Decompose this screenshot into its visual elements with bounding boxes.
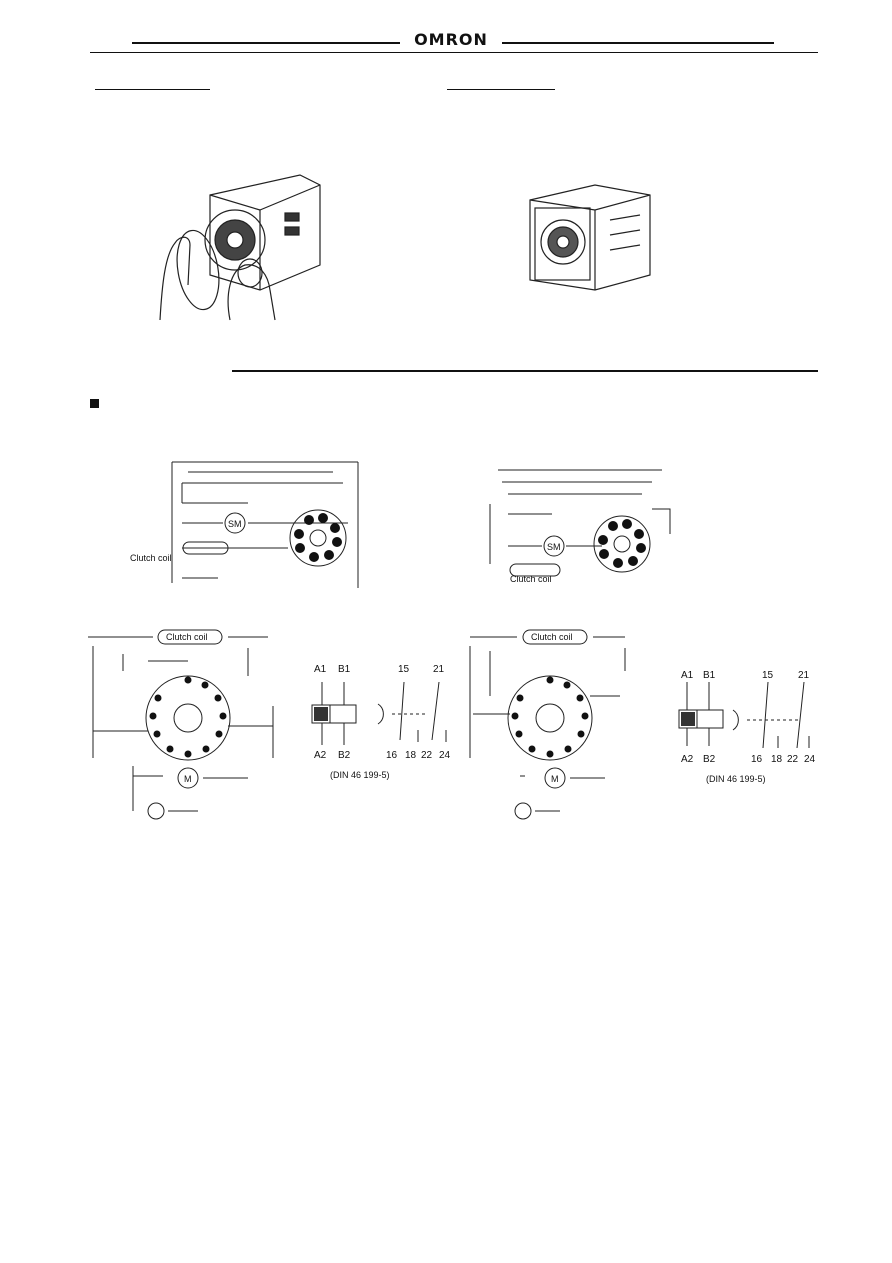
din-terminal-b2-r: B2 (703, 754, 716, 765)
din-terminal-a1-r: A1 (681, 670, 694, 681)
timer-unit-photo (529, 184, 651, 291)
din-terminal-a2: A2 (314, 750, 327, 761)
header-brand-bar: OMRON (0, 30, 892, 54)
din-terminal-21-r: 21 (798, 670, 810, 681)
brand-logo: OMRON (414, 30, 488, 49)
section-heading-right-rule (447, 89, 555, 90)
motor-sm-label-2: SM (547, 542, 561, 552)
wiring-diagram-11pin-right: Clutch coil M (469, 629, 626, 820)
din-terminal-15: 15 (398, 664, 410, 675)
wiring-diagram-11pin-left: Clutch coil M (88, 629, 274, 820)
motor-sm-label: SM (228, 519, 242, 529)
din-terminal-a2-r: A2 (681, 754, 694, 765)
din-terminal-b2: B2 (338, 750, 351, 761)
din-terminal-b1: B1 (338, 664, 351, 675)
din-terminal-22-r: 22 (787, 754, 799, 765)
clutch-coil-label-3: Clutch coil (166, 632, 208, 642)
din-standard-label-2: (DIN 46 199-5) (706, 774, 766, 784)
contact-diagram-din-left: A1 B1 15 21 A2 B2 16 18 22 24 (DIN 46 19… (311, 664, 451, 780)
din-terminal-24: 24 (439, 750, 451, 761)
wiring-diagram-8pin-right: SM Clutch coil (489, 469, 671, 584)
header-underline (90, 52, 818, 53)
din-terminal-21: 21 (433, 664, 445, 675)
din-terminal-15-r: 15 (762, 670, 774, 681)
din-terminal-b1-r: B1 (703, 670, 716, 681)
din-standard-label-1: (DIN 46 199-5) (330, 770, 390, 780)
contact-diagram-din-right: A1 B1 15 21 A2 B2 16 18 22 24 (DIN 46 19… (678, 670, 816, 784)
section-divider (232, 370, 818, 372)
clutch-coil-label-4: Clutch coil (531, 632, 573, 642)
section-bullet (90, 399, 99, 408)
clutch-coil-label-1: Clutch coil (130, 553, 172, 563)
motor-m-label-2: M (551, 774, 559, 784)
clutch-coil-label-2: Clutch coil (510, 574, 552, 584)
header-rule-left (132, 42, 400, 44)
timer-adjustment-photo (159, 174, 321, 321)
din-terminal-18-r: 18 (771, 754, 783, 765)
motor-m-label-1: M (184, 774, 192, 784)
header-rule-right (502, 42, 774, 44)
section-heading-left-rule (95, 89, 210, 90)
din-terminal-a1: A1 (314, 664, 327, 675)
din-terminal-16-r: 16 (751, 754, 763, 765)
din-terminal-16: 16 (386, 750, 398, 761)
din-terminal-24-r: 24 (804, 754, 816, 765)
din-terminal-22: 22 (421, 750, 433, 761)
wiring-diagram-8pin-left: SM Clutch coil (130, 461, 359, 588)
din-terminal-18: 18 (405, 750, 417, 761)
